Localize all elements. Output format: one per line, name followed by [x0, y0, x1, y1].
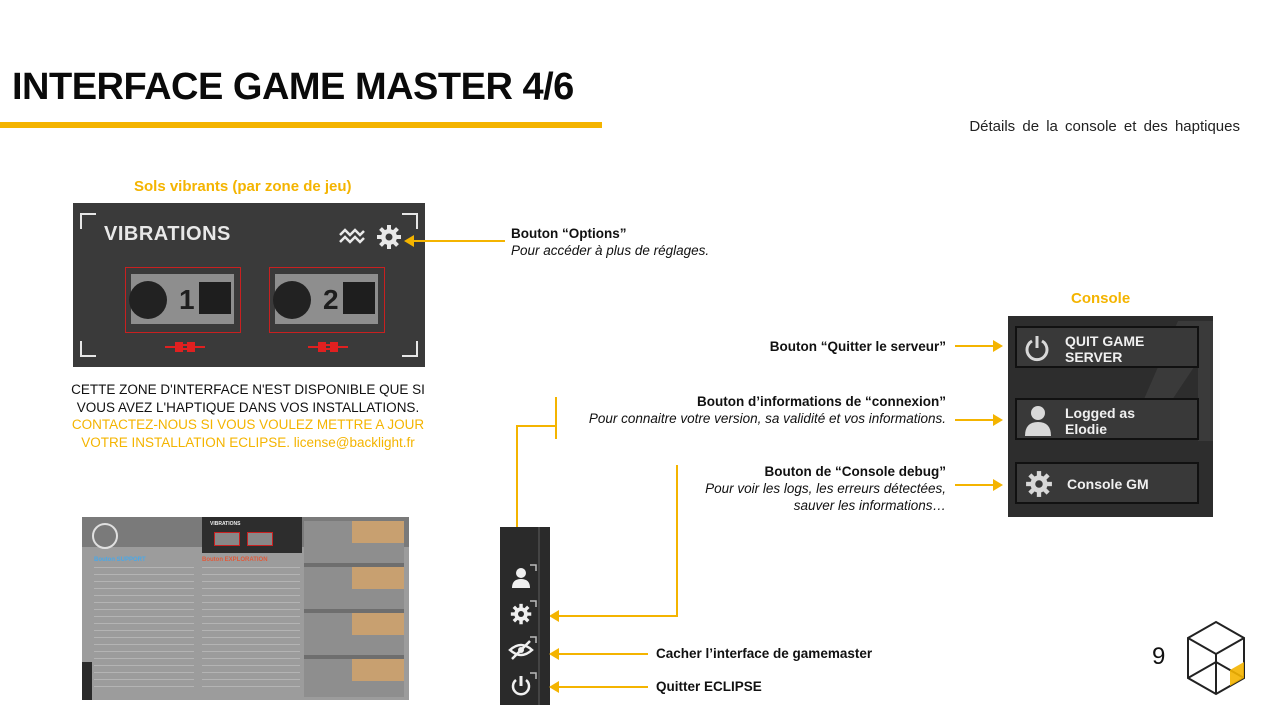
frame-corner [80, 341, 96, 357]
user-icon [512, 564, 537, 588]
arrow-head [549, 610, 559, 622]
vibrations-title: VIBRATIONS [104, 223, 231, 245]
annotation-line [955, 419, 995, 421]
zone-level-icon [199, 282, 231, 314]
backlight-cube-logo [1187, 620, 1245, 696]
annotation-line [410, 240, 505, 242]
frame-corner [80, 213, 96, 229]
console-section-label: Console [1071, 290, 1131, 307]
annotation-line [556, 653, 648, 655]
vibrations-panel: VIBRATIONS 1 2 [73, 203, 425, 367]
debug-annotation: Bouton de “Console debug” Pour voir les … [705, 464, 946, 513]
bracket-line [555, 397, 557, 439]
haptic-availability-note: CETTE ZONE D'INTERFACE N'EST DISPONIBLE … [71, 382, 425, 450]
hide-interface-annotation: Cacher l’interface de gamemaster [656, 646, 873, 661]
quit-eclipse-annotation: Quitter ECLIPSE [656, 679, 762, 694]
preview-list [94, 567, 194, 687]
arrow-head [993, 340, 1003, 352]
plug-icon [165, 342, 205, 352]
annotation-line [516, 425, 518, 547]
zone-number: 1 [179, 284, 195, 315]
arrow-head [993, 479, 1003, 491]
quit-game-server-button[interactable]: QUIT GAME SERVER [1015, 326, 1199, 368]
quit-server-annotation: Bouton “Quitter le serveur” [769, 339, 946, 354]
console-gm-button[interactable]: Console GM [1015, 462, 1199, 504]
quit-eclipse-button[interactable] [504, 669, 538, 703]
frame-corner [402, 341, 418, 357]
vibration-zone-2[interactable]: 2 [269, 267, 385, 333]
interface-preview-screenshot: VIBRATIONS Bouton SUPPORT Bouton EXPLORA… [82, 517, 409, 700]
power-icon [511, 672, 537, 696]
console-panel: QUIT GAME SERVER Logged as Elodie Consol… [1008, 316, 1213, 517]
page-title: INTERFACE GAME MASTER 4/6 [12, 66, 574, 108]
gear-icon [1026, 471, 1052, 497]
annotation-line [556, 686, 648, 688]
user-sidebar-button[interactable] [504, 561, 538, 595]
vibrations-section-label: Sols vibrants (par zone de jeu) [134, 178, 352, 195]
gm-side-toolbar [500, 527, 550, 705]
page-subtitle: Détails de la console et des haptiques [969, 118, 1240, 135]
power-icon [1025, 336, 1049, 362]
arrow-head [549, 681, 559, 693]
waves-icon[interactable] [338, 227, 366, 247]
frame-corner [402, 213, 418, 229]
options-annotation: Bouton “Options” Pour accéder à plus de … [511, 226, 710, 258]
user-icon [1025, 406, 1051, 436]
title-underline [0, 122, 602, 128]
annotation-line [676, 496, 678, 616]
zone-number: 2 [323, 284, 339, 315]
connection-annotation: Bouton d’informations de “connexion” Pou… [588, 394, 946, 426]
zone-level-icon [343, 282, 375, 314]
options-gear-icon[interactable] [376, 224, 402, 250]
arrow-head [404, 235, 414, 247]
annotation-line [516, 425, 556, 427]
options-sidebar-button[interactable] [504, 597, 538, 631]
page-number: 9 [1152, 643, 1166, 670]
annotation-line [556, 615, 678, 617]
plug-icon [308, 342, 348, 352]
annotation-line [955, 345, 995, 347]
logged-as-button[interactable]: Logged as Elodie [1015, 398, 1199, 440]
eye-slash-icon [508, 636, 537, 660]
preview-vibrations-panel: VIBRATIONS [202, 517, 302, 553]
zone-wave-icon [273, 281, 311, 319]
arrow-head [993, 414, 1003, 426]
gear-icon [510, 600, 537, 625]
avatar [92, 523, 118, 549]
hide-interface-button[interactable] [504, 633, 538, 667]
preview-sidebar [82, 662, 92, 700]
preview-list [202, 567, 300, 687]
vibration-zone-1[interactable]: 1 [125, 267, 241, 333]
bracket-line [676, 465, 678, 517]
arrow-head [549, 648, 559, 660]
annotation-line [955, 484, 995, 486]
zone-wave-icon [129, 281, 167, 319]
